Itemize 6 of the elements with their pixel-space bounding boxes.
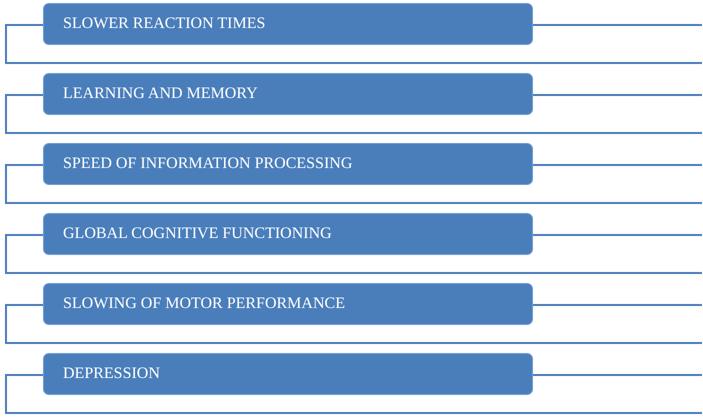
list-item-box: SPEED OF INFORMATION PROCESSING <box>43 143 533 185</box>
list-item-box: SLOWER REACTION TIMES <box>43 3 533 45</box>
list-item-box: LEARNING AND MEMORY <box>43 73 533 115</box>
list-item-box: DEPRESSION <box>43 353 533 395</box>
list-item-box: SLOWING OF MOTOR PERFORMANCE <box>43 283 533 325</box>
list-item-box: GLOBAL COGNITIVE FUNCTIONING <box>43 213 533 255</box>
